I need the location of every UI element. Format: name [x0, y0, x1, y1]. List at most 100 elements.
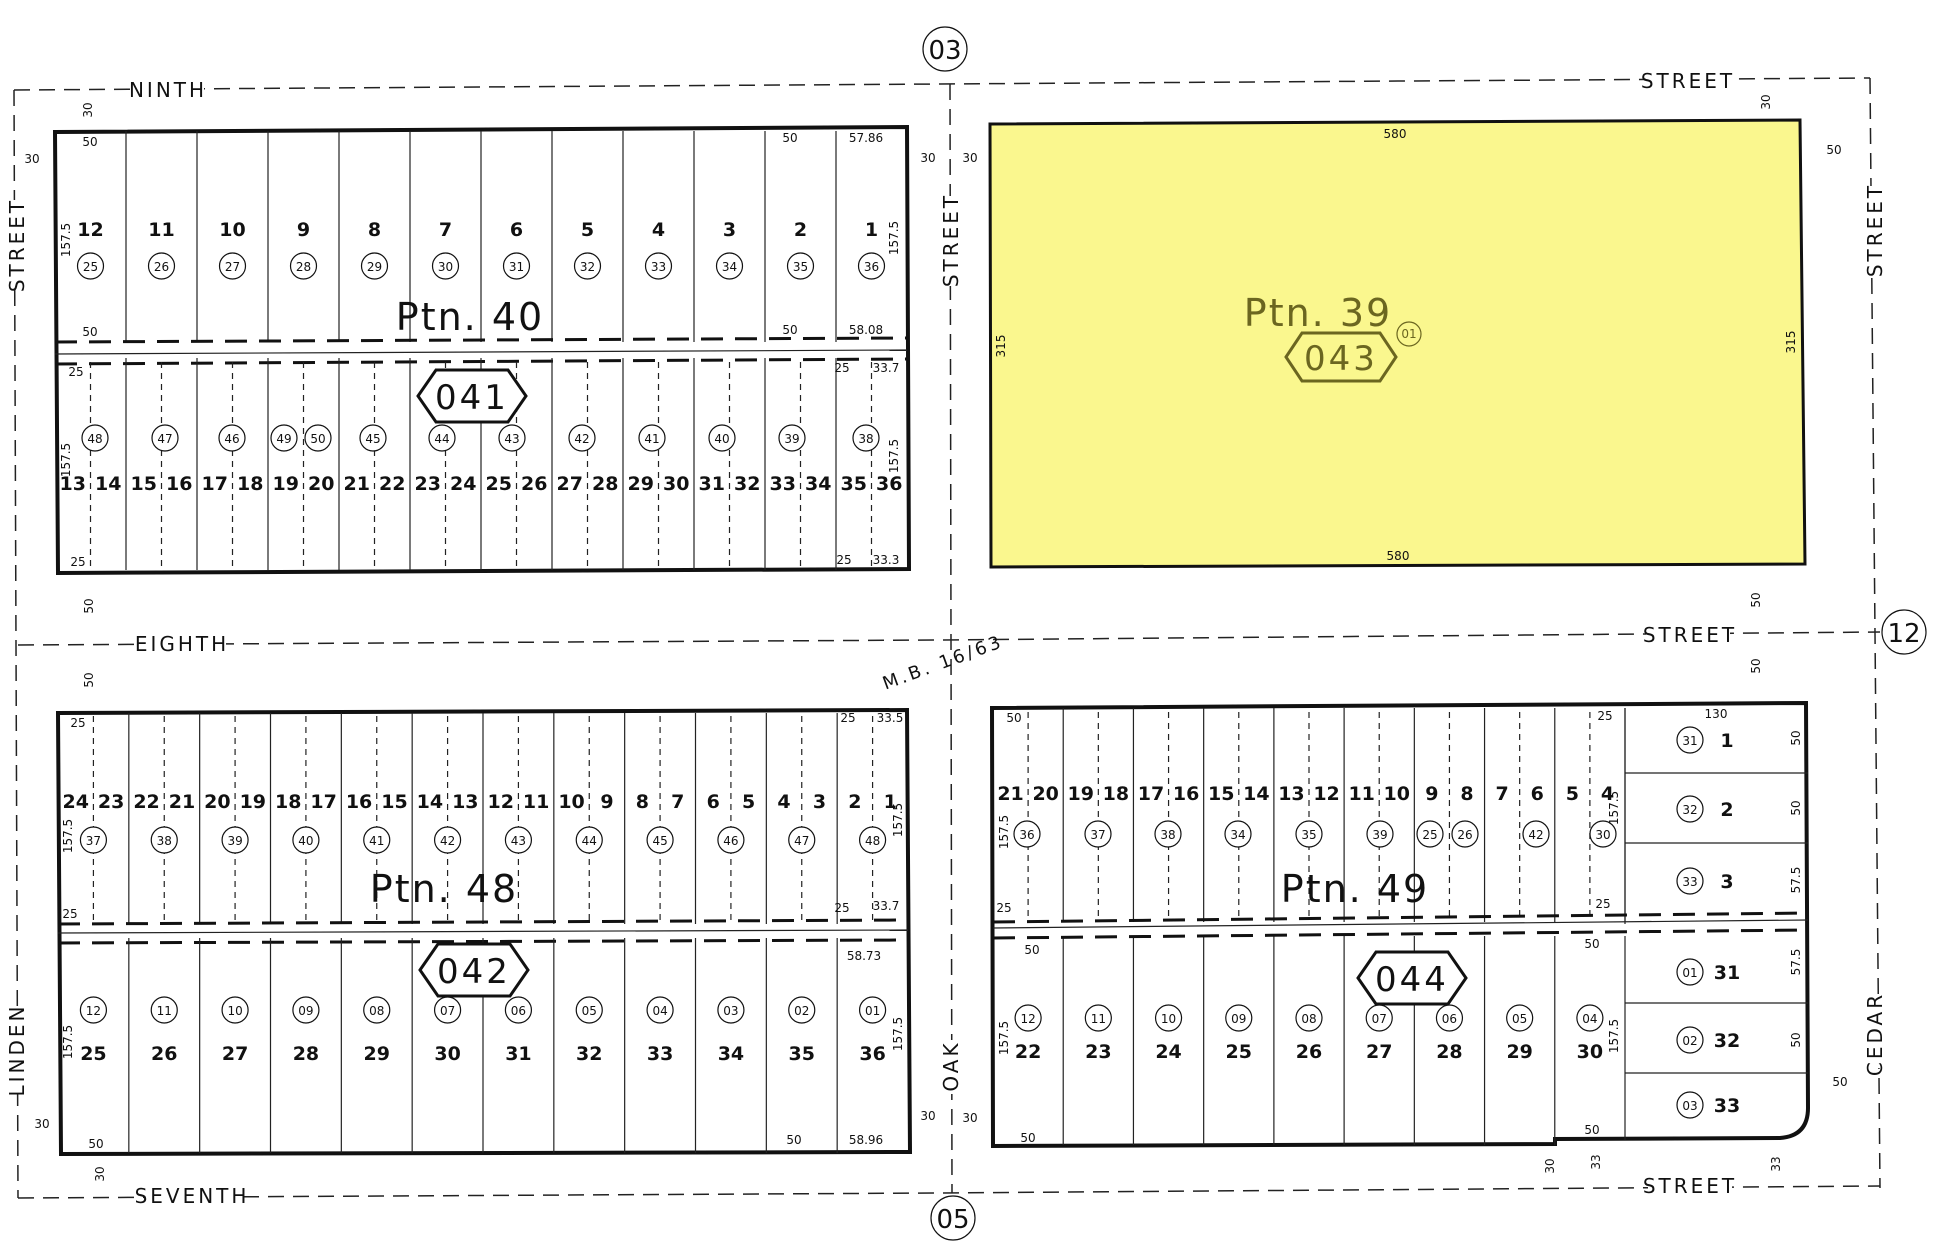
dim-label: 50: [1789, 730, 1803, 745]
parcel-circle[interactable]: [363, 826, 391, 854]
parcel-circle[interactable]: [151, 424, 179, 452]
parcel-circle[interactable]: [717, 826, 745, 854]
parcel-circle[interactable]: [1676, 958, 1704, 986]
parcel-circle[interactable]: [76, 252, 105, 280]
parcel-circle[interactable]: [1013, 820, 1041, 848]
parcel-circle[interactable]: [786, 252, 815, 280]
parcel-circle[interactable]: [363, 996, 391, 1024]
dim-label: 25: [70, 716, 85, 730]
parcel-circle[interactable]: [221, 996, 249, 1024]
parcel-circle[interactable]: [1589, 820, 1617, 848]
sheet-ref-bottom[interactable]: [930, 1195, 976, 1241]
parcel-circle[interactable]: [359, 424, 387, 452]
parcel-circle[interactable]: [646, 826, 674, 854]
parcel-circle[interactable]: [1435, 1004, 1464, 1032]
lot-number: 24: [62, 791, 88, 813]
parcel-circle[interactable]: [1451, 820, 1479, 848]
parcel-circle[interactable]: [79, 826, 108, 854]
parcel-circle[interactable]: [1576, 1004, 1604, 1032]
book-page-hexagon[interactable]: [1284, 331, 1398, 383]
parcel-number: 09: [298, 1004, 313, 1018]
parcel-circle[interactable]: [81, 424, 109, 452]
book-page-hexagon[interactable]: [416, 368, 528, 424]
parcel-circle[interactable]: [1676, 795, 1704, 823]
parcel-circle[interactable]: [717, 996, 745, 1024]
parcel-number: 50: [310, 432, 325, 446]
parcel-circle[interactable]: [858, 826, 887, 854]
parcel-circle[interactable]: [431, 252, 460, 280]
parcel-circle[interactable]: [292, 826, 320, 854]
street-ninth-suffix: STREET: [1641, 69, 1735, 93]
parcel-circle[interactable]: [304, 424, 332, 452]
parcel-circle[interactable]: [504, 996, 533, 1024]
lot-number: 10: [219, 219, 245, 241]
parcel-number: 39: [1372, 828, 1387, 842]
parcel-number: 35: [1301, 828, 1316, 842]
parcel-circle[interactable]: [218, 424, 246, 452]
parcel-circle[interactable]: [708, 424, 736, 452]
parcel-circle[interactable]: [1416, 820, 1444, 848]
parcel-number: 47: [794, 834, 809, 848]
parcel-circle[interactable]: [502, 252, 531, 280]
parcel-circle[interactable]: [79, 996, 108, 1024]
parcel-circle[interactable]: [1154, 820, 1182, 848]
parcel-circle[interactable]: [575, 826, 603, 854]
parcel-circle[interactable]: [1676, 726, 1704, 754]
parcel-circle[interactable]: [360, 252, 389, 280]
lot-number: 4: [652, 219, 665, 241]
ptn-40-label: Ptn. 40: [396, 295, 544, 339]
parcel-circle[interactable]: [1676, 1091, 1704, 1119]
book-page-hexagon[interactable]: [418, 942, 530, 998]
parcel-circle[interactable]: [575, 996, 603, 1024]
sheet-ref-top[interactable]: [922, 26, 968, 72]
parcel-circle[interactable]: [221, 826, 249, 854]
parcel-circle[interactable]: [433, 826, 462, 854]
parcel-circle[interactable]: [1154, 1004, 1183, 1032]
parcel-circle[interactable]: [1014, 1004, 1042, 1032]
parcel-circle[interactable]: [788, 996, 816, 1024]
parcel-circle[interactable]: [1295, 1004, 1323, 1032]
lot-number: 24: [450, 473, 476, 495]
parcel-circle[interactable]: [1295, 820, 1323, 848]
parcel-circle[interactable]: [428, 424, 456, 452]
parcel-circle[interactable]: [270, 424, 298, 452]
parcel-circle[interactable]: [852, 424, 880, 452]
parcel-number: 31: [509, 260, 524, 274]
parcel-circle[interactable]: [1084, 820, 1112, 848]
lot-number: 5: [1566, 783, 1579, 805]
parcel-circle[interactable]: [498, 424, 526, 452]
parcel-circle[interactable]: [778, 424, 806, 452]
parcel-circle[interactable]: [292, 996, 320, 1024]
parcel-circle[interactable]: [1506, 1004, 1534, 1032]
lot-number: 13: [60, 473, 86, 495]
parcel-circle[interactable]: [646, 996, 674, 1024]
parcel-circle[interactable]: [1522, 820, 1550, 848]
parcel-circle[interactable]: [1676, 867, 1704, 895]
parcel-circle[interactable]: [289, 252, 318, 280]
dim-label: 57.5: [1789, 867, 1803, 894]
parcel-circle[interactable]: [715, 252, 744, 280]
parcel-circle[interactable]: [1396, 321, 1422, 347]
parcel-circle[interactable]: [218, 252, 247, 280]
parcel-circle[interactable]: [1225, 1004, 1253, 1032]
parcel-circle[interactable]: [504, 826, 533, 854]
lot-number: 7: [1495, 783, 1508, 805]
parcel-circle[interactable]: [857, 252, 886, 280]
parcel-circle[interactable]: [150, 826, 178, 854]
parcel-circle[interactable]: [1084, 1004, 1112, 1032]
parcel-circle[interactable]: [638, 424, 666, 452]
parcel-circle[interactable]: [1224, 820, 1252, 848]
street-eighth: EIGHTH: [135, 632, 229, 656]
parcel-circle[interactable]: [568, 424, 596, 452]
parcel-circle[interactable]: [788, 826, 816, 854]
parcel-circle[interactable]: [573, 252, 602, 280]
sheet-ref-right[interactable]: [1881, 609, 1927, 655]
book-page-hexagon[interactable]: [1356, 950, 1468, 1006]
parcel-circle[interactable]: [150, 996, 178, 1024]
street-center-suffix: STREET: [939, 193, 963, 287]
parcel-circle[interactable]: [1676, 1026, 1704, 1054]
parcel-circle[interactable]: [644, 252, 673, 280]
parcel-circle[interactable]: [858, 996, 887, 1024]
parcel-circle[interactable]: [147, 252, 176, 280]
parcel-circle[interactable]: [1366, 820, 1394, 848]
